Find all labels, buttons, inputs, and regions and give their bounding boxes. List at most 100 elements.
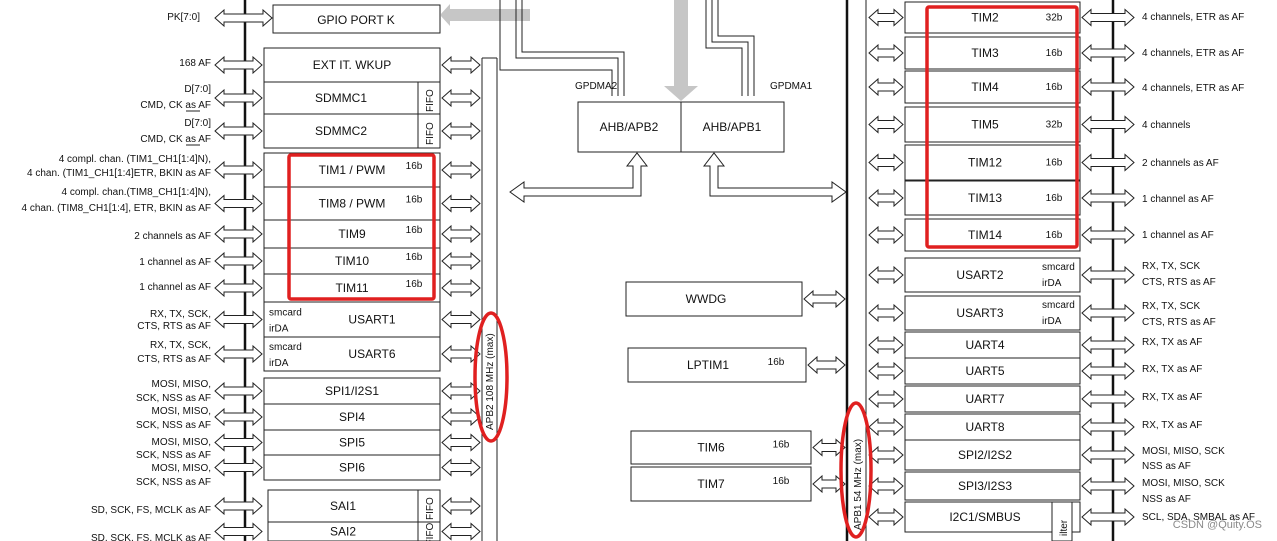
grey-bus-arrowhead: [664, 86, 698, 101]
apb2-signal: SCK, NSS as AF: [136, 477, 211, 488]
bus-arrow-tim14: [868, 225, 904, 245]
block-label-tim14: TIM14: [968, 228, 1002, 242]
block-label-tim13: TIM13: [968, 191, 1002, 205]
smcard-label: smcard: [1042, 262, 1075, 273]
pk-label: PK[7:0]: [167, 12, 200, 23]
left-signal-arrows: [214, 8, 481, 541]
block-label-i2c1-smbus: I2C1/SMBUS: [949, 510, 1020, 524]
apb2-signal: D[7:0]: [184, 118, 211, 129]
block-sai1: [267, 489, 441, 523]
apb1-bus-label: APB1 54 MHz (max): [853, 439, 864, 530]
block-spi3-i2s3: [904, 471, 1081, 501]
block-tim9: [263, 219, 441, 249]
bus-arrow-tim11: [441, 278, 481, 298]
bus-arrow-spi3-i2s3: [868, 476, 904, 496]
bus-arrow-tim4: [868, 77, 904, 97]
apb2-signal: 4 compl. chan. (TIM1_CH1[1:4]N),: [59, 154, 211, 165]
apb1-signal-labels: 4 channels, ETR as AF4 channels, ETR as …: [1142, 12, 1255, 523]
bus-arrow-ext-it-wkup: [441, 55, 481, 75]
af-arrow-tim10: [214, 251, 263, 271]
apb2-signal: MOSI, MISO,: [152, 463, 211, 474]
block-usart3: [904, 295, 1081, 331]
block-tim13: [904, 180, 1081, 216]
block-label-tim12: TIM12: [968, 156, 1002, 170]
bus-arrow-tim12: [868, 153, 904, 172]
block-bits-tim10: 16b: [406, 252, 423, 263]
bus-arrow-sdmmc2: [441, 121, 481, 141]
smcard-label: smcard: [1042, 300, 1075, 311]
apb1-signal: NSS as AF: [1142, 461, 1191, 472]
apb2-signal: 1 channel as AF: [139, 282, 211, 293]
apb2-signal: 4 chan. (TIM1_CH1[1:4]ETR, BKIN as AF: [27, 168, 211, 179]
bus-arrow-tim5: [868, 115, 904, 134]
apb1-signal: MOSI, MISO, SCK: [1142, 478, 1225, 489]
apb1-clock-highlight: [839, 401, 873, 539]
apb2-signal: CTS, RTS as AF: [137, 321, 211, 332]
block-bits-tim13: 16b: [1046, 193, 1063, 204]
bus-arrow-i2c1-smbus: [868, 507, 904, 527]
af-arrow-spi1-i2s1: [214, 381, 263, 401]
bus-arrow-sai2: [441, 522, 481, 541]
block-bits-tim8-pwm: 16b: [406, 195, 423, 206]
fifo-label: FIFO: [425, 122, 436, 145]
bus-arrow-tim1-pwm: [441, 160, 481, 180]
apb2-signal: MOSI, MISO,: [152, 379, 211, 390]
block-label-tim11: TIM11: [335, 281, 368, 295]
block-spi4: [263, 403, 441, 431]
af-arrow-tim12: [1081, 153, 1135, 172]
block-tim3: [904, 36, 1081, 70]
gpdma2-line-b: [521, 0, 625, 96]
bus-arrow-uart4: [868, 335, 904, 355]
block-wwdg: [625, 281, 803, 317]
apb2-bus-label: APB2 108 MHz (max): [485, 333, 496, 430]
apb2-signal: D[7:0]: [184, 84, 211, 95]
af-arrow-tim3: [1081, 43, 1135, 63]
block-label-uart5: UART5: [965, 364, 1004, 378]
bus-arrow-spi1-i2s1: [441, 381, 481, 401]
ahb-apb2-bridge: [577, 101, 682, 153]
af-arrow-tim8-pwm: [214, 194, 263, 213]
bus-arrow-tim9: [441, 224, 481, 244]
apb1-signal: 1 channel as AF: [1142, 194, 1214, 205]
block-tim6: [630, 430, 812, 465]
gpdma2-label: GPDMA2: [575, 81, 618, 92]
apb2-signal: MOSI, MISO,: [152, 437, 211, 448]
apb1-signal: RX, TX as AF: [1142, 392, 1202, 403]
bus-arrow-usart6: [441, 344, 481, 364]
block-label-tim5: TIM5: [971, 118, 999, 132]
apb2-signal: CTS, RTS as AF: [137, 354, 211, 365]
bus-arrow-usart2: [868, 265, 904, 285]
block-label-spi3-i2s3: SPI3/I2S3: [958, 479, 1012, 493]
bus-arrow-uart8: [868, 417, 904, 437]
apb2-signal: RX, TX, SCK,: [150, 340, 211, 351]
block-lptim1: [627, 347, 807, 383]
block-uart4: [904, 331, 1081, 359]
block-bits-tim12: 16b: [1046, 158, 1063, 169]
apb1-signal: RX, TX as AF: [1142, 337, 1202, 348]
block-label-wwdg: WWDG: [686, 292, 727, 306]
block-label-sdmmc1: SDMMC1: [315, 91, 367, 105]
block-label-ext-it-wkup: EXT IT. WKUP: [313, 58, 391, 72]
block-label-spi2-i2s2: SPI2/I2S2: [958, 448, 1012, 462]
block-label-tim1-pwm: TIM1 / PWM: [319, 163, 386, 177]
block-spi5: [263, 429, 441, 456]
bus-arrow-spi4: [441, 407, 481, 427]
block-bits-tim7: 16b: [773, 476, 790, 487]
bus-arrow-tim7: [812, 474, 846, 494]
apb2-signal: 168 AF: [179, 58, 211, 69]
gpdma1-line-a: [705, 0, 743, 96]
af-arrow-usart2: [1081, 265, 1135, 285]
af-arrow-i2c1-smbus: [1081, 507, 1135, 527]
block-spi1-i2s1: [263, 377, 441, 405]
apb1-signal: RX, TX as AF: [1142, 420, 1202, 431]
fifo-label: FIFO: [425, 89, 436, 112]
block-bits-lptim1: 16b: [768, 357, 785, 368]
grey-bus-arrow-left: [440, 4, 530, 26]
apb2-signal: RX, TX, SCK,: [150, 309, 211, 320]
bus-arrow-tim3: [868, 43, 904, 63]
irda-label: irDA: [1042, 278, 1062, 289]
block-label-tim9: TIM9: [338, 227, 366, 241]
af-arrow-tim9: [214, 224, 263, 244]
bus-arrow-tim10: [441, 251, 481, 271]
